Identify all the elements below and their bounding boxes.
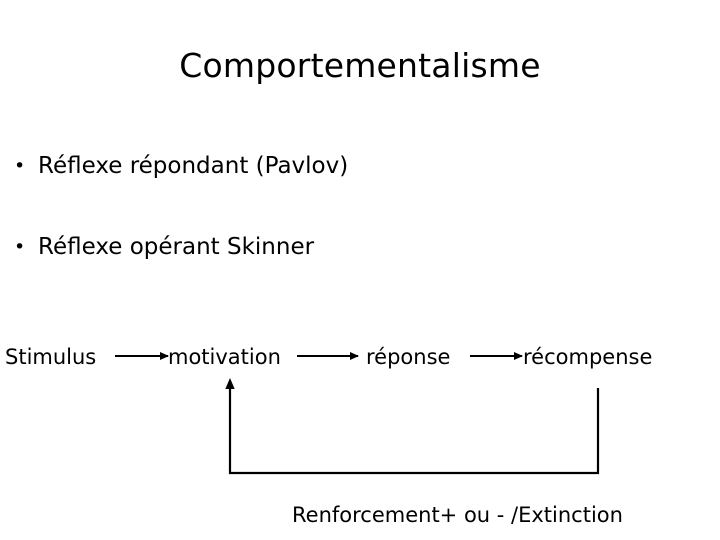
page-title: Comportementalisme [179,46,541,85]
bullet-point-icon: • [14,235,26,258]
bullet-item-label: Réflexe répondant (Pavlov) [38,153,349,179]
flow-node-reponse: réponse [366,345,451,369]
feedback-loop-caption: Renforcement+ ou - /Extinction [292,503,623,527]
arrow-right-icon-motivation-to-reponse [297,351,359,360]
flow-diagram: Stimulus motivation réponse récompense [0,340,720,376]
arrow-right-icon-stimulus-to-motivation [115,351,169,360]
bullet-point-icon: • [14,155,26,177]
flow-node-motivation: motivation [168,345,281,369]
list-item: • Réflexe opérant Skinner [14,233,614,262]
flow-node-recompense: récompense [523,345,653,369]
arrow-right-icon-reponse-to-recompense [470,351,523,360]
bullet-item-label: Réflexe opérant Skinner [38,233,315,260]
list-item: • Réflexe répondant (Pavlov) [14,152,614,181]
bullet-list: • Réflexe répondant (Pavlov) • Réflexe o… [14,152,614,314]
flow-node-stimulus: Stimulus [5,345,97,369]
